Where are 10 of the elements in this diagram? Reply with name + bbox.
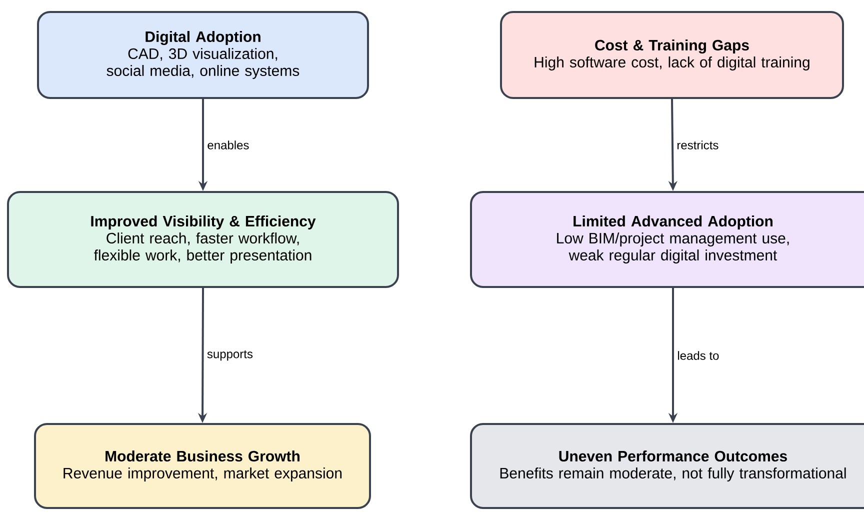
edge-label: restricts [678, 140, 718, 150]
process-box: Improved Visibility & Efficiency Client reach, faster workflow, flexible work, better presentation [7, 191, 399, 288]
edge-label: supports [207, 350, 253, 361]
process-box: Cost & Training Gaps High software cost, lack of digital training [500, 11, 844, 99]
edge-label: leads to [678, 351, 719, 360]
process-box: Uneven Performance Outcomes Benefits remain moderate, not fully transformational [470, 423, 864, 509]
process-box: Digital Adoption CAD, 3D visualization, social media, online systems [37, 11, 369, 99]
edge-label: enables [208, 140, 249, 150]
process-box: Moderate Business Growth Revenue improvement, market expansion [34, 423, 371, 509]
process-box: Limited Advanced Adoption Low BIM/project management use, weak regular digital investment [470, 191, 864, 288]
